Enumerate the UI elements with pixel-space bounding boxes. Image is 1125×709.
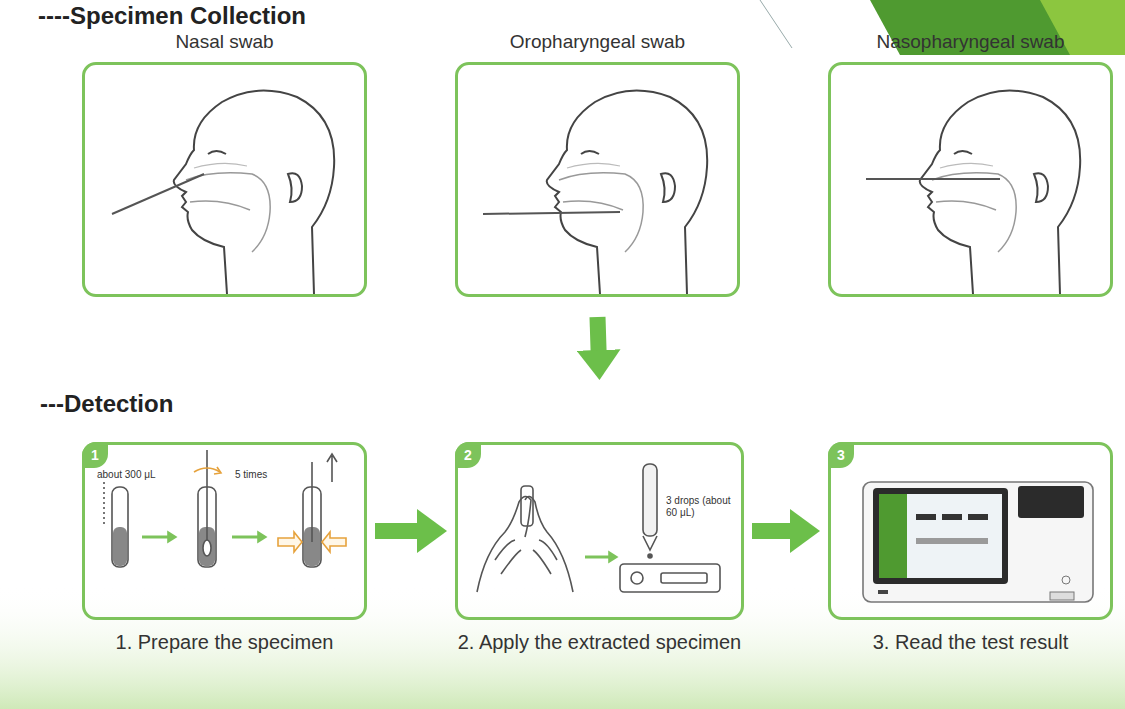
step-caption: 3. Read the test result (873, 631, 1069, 654)
flow-arrow (598, 317, 599, 354)
step-caption: 2. Apply the extracted specimen (458, 631, 742, 654)
section-heading: ----Specimen Collection (38, 2, 306, 30)
swab-title: Nasal swab (175, 31, 273, 53)
swab-title: Oropharyngeal swab (510, 31, 685, 53)
flow-arrow (375, 523, 421, 539)
swab-title: Nasopharyngeal swab (876, 31, 1064, 53)
step-box: 1about 300 μL5 times1. Prepare the speci… (82, 442, 367, 620)
flow-arrow (752, 523, 794, 539)
step-number: 3 (828, 442, 854, 468)
step-box: 23 drops (about 60 μL)2. Apply the extra… (455, 442, 744, 620)
collection-box: Oropharyngeal swab (455, 62, 740, 297)
step-caption: 1. Prepare the specimen (116, 631, 334, 654)
step-box: 33. Read the test result (828, 442, 1113, 620)
step-number: 2 (455, 442, 481, 468)
section-heading: ---Detection (40, 390, 173, 418)
note-text: 3 drops (about 60 μL) (666, 495, 738, 519)
note-text: about 300 μL (97, 469, 156, 481)
collection-box: Nasopharyngeal swab (828, 62, 1113, 297)
step-number: 1 (82, 442, 108, 468)
note-text: 5 times (235, 469, 267, 481)
collection-box: Nasal swab (82, 62, 367, 297)
